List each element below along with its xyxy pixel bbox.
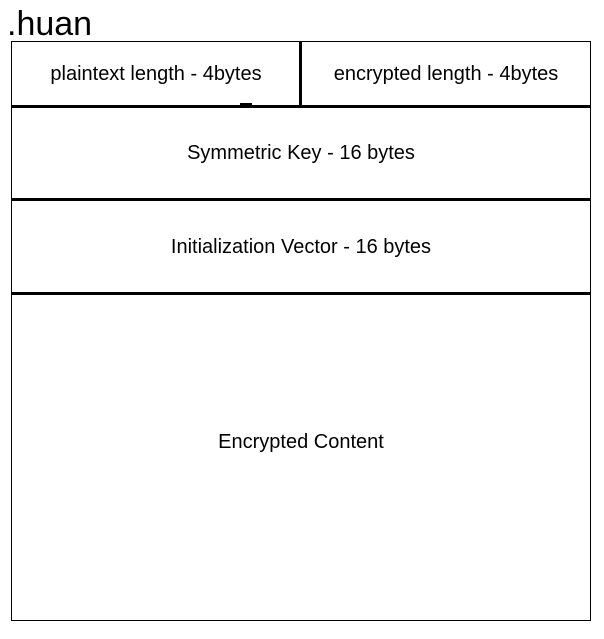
initialization-vector-label: Initialization Vector - 16 bytes xyxy=(170,235,432,258)
header-divider xyxy=(299,42,302,106)
symmetric-key-label: Symmetric Key - 16 bytes xyxy=(187,142,415,164)
diagram-title: .huan xyxy=(7,5,93,43)
header-row: plaintext length - 4bytes encrypted leng… xyxy=(12,42,590,106)
encrypted-length-field: encrypted length - 4bytes xyxy=(333,62,559,85)
separator-line xyxy=(12,105,590,108)
divider-tick xyxy=(240,103,252,106)
initialization-vector-field: Initialization Vector - 16 bytes xyxy=(12,201,590,293)
encrypted-content-label: Encrypted Content xyxy=(218,430,384,453)
symmetric-key-field: Symmetric Key - 16 bytes xyxy=(12,108,590,199)
separator-line xyxy=(12,198,590,201)
plaintext-length-field: plaintext length - 4bytes xyxy=(50,62,262,85)
file-format-box: plaintext length - 4bytes encrypted leng… xyxy=(11,41,591,621)
separator-line xyxy=(12,292,590,295)
encrypted-content-field: Encrypted Content xyxy=(12,295,590,589)
